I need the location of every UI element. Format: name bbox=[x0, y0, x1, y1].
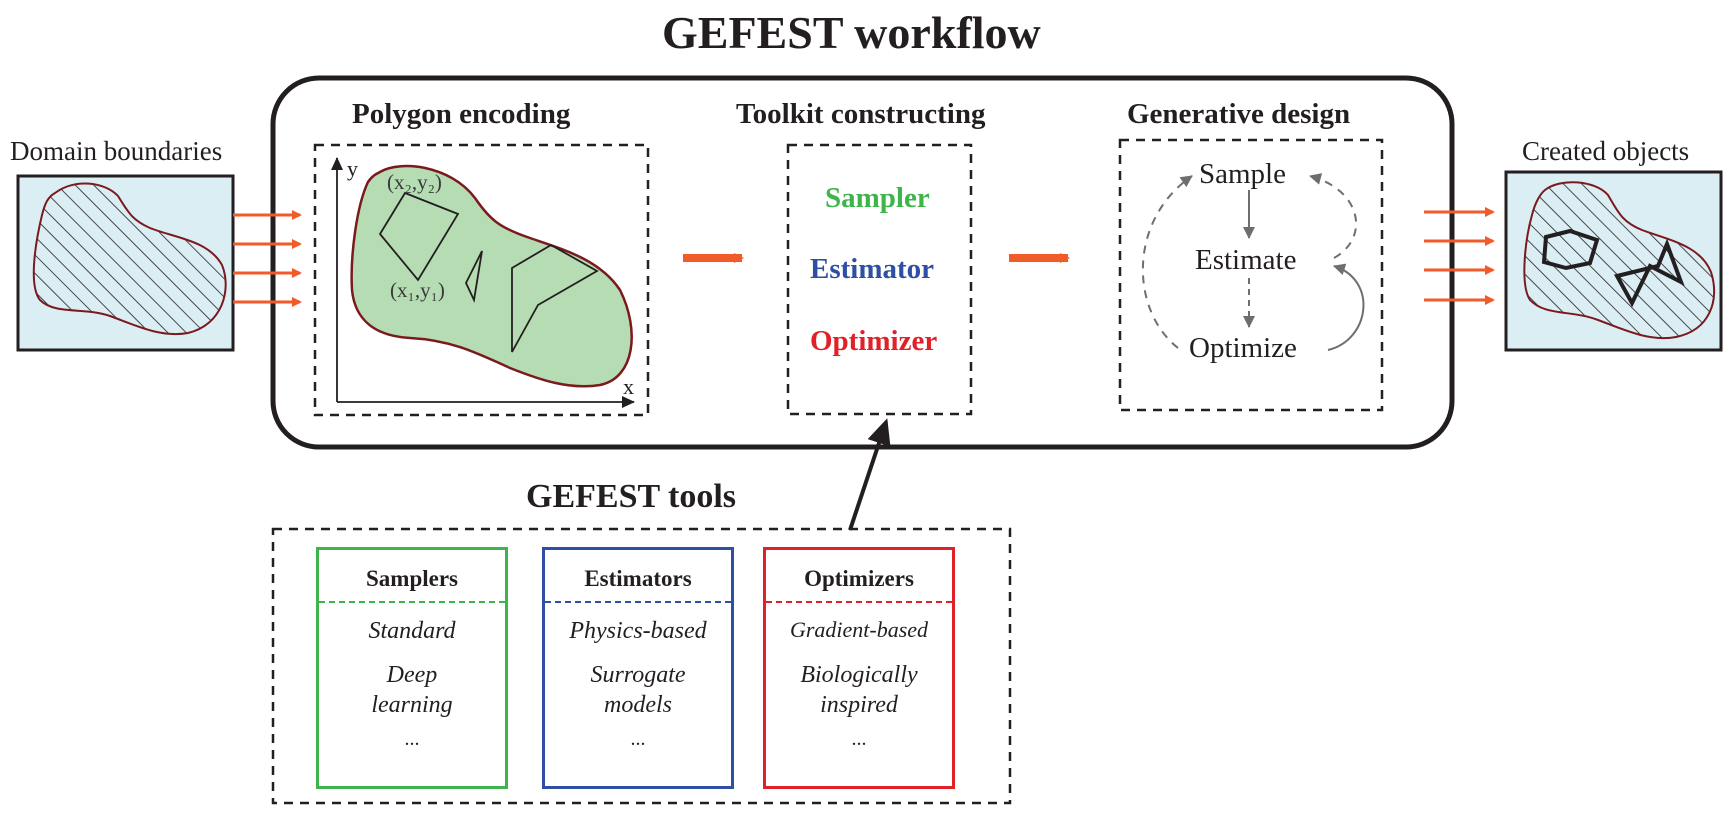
toolkit-item-optimizer: Optimizer bbox=[810, 325, 938, 357]
domain-shape bbox=[32, 182, 227, 336]
toolkit-box bbox=[786, 143, 973, 416]
arrow-optimize-to-sample bbox=[1142, 175, 1193, 349]
tool-card-header: Estimators bbox=[584, 566, 692, 591]
polygon-encoding-title: Polygon encoding bbox=[352, 98, 571, 130]
tool-card-more: ... bbox=[630, 728, 646, 750]
axis-x-label: x bbox=[623, 374, 634, 399]
created-domain-shape bbox=[1523, 181, 1716, 340]
tool-card-header: Optimizers bbox=[804, 566, 914, 591]
point-label-x1y1: (x₁,y₁) bbox=[390, 278, 445, 302]
axis-y-label: y bbox=[347, 156, 358, 181]
polygon-encoding-box bbox=[313, 143, 650, 417]
polygon-triangle bbox=[464, 250, 483, 304]
polygon-encoding-canvas bbox=[331, 157, 635, 408]
created-objects-panel bbox=[1504, 170, 1723, 352]
encoded-domain-shape bbox=[350, 164, 633, 388]
diagram-title: GEFEST workflow bbox=[662, 7, 1041, 58]
domain-boundaries-label: Domain boundaries bbox=[10, 136, 223, 166]
generative-design-box bbox=[1118, 138, 1384, 412]
tool-card-header: Samplers bbox=[366, 566, 458, 591]
tool-card-item: Surrogate models bbox=[590, 662, 686, 718]
domain-boundaries-panel bbox=[16, 174, 235, 352]
arrow-tools-to-toolkit bbox=[848, 418, 891, 531]
toolkit-item-estimator: Estimator bbox=[810, 253, 935, 285]
tool-card-more: ... bbox=[404, 728, 420, 750]
toolkit-item-sampler: Sampler bbox=[825, 182, 930, 214]
polygon-arrowhead bbox=[511, 243, 599, 353]
gen-step-sample: Sample bbox=[1199, 158, 1286, 190]
generative-design-title: Generative design bbox=[1127, 98, 1351, 130]
tool-card-item: Standard bbox=[368, 618, 456, 644]
tool-card-item: Physics-based bbox=[569, 618, 707, 644]
tool-card-divider bbox=[766, 601, 952, 603]
output-arrows bbox=[1424, 207, 1495, 305]
gen-step-optimize: Optimize bbox=[1189, 332, 1297, 364]
tool-card-divider bbox=[545, 601, 731, 603]
tool-card-more: ... bbox=[851, 728, 867, 750]
created-objects-label: Created objects bbox=[1522, 136, 1690, 166]
toolkit-constructing-title: Toolkit constructing bbox=[736, 98, 986, 130]
gefest-tools-box bbox=[271, 527, 1012, 805]
point-label-x2y2: (x₂,y₂) bbox=[387, 170, 442, 194]
arrow-optimize-to-estimate bbox=[1327, 263, 1365, 351]
input-arrows bbox=[233, 210, 302, 307]
tool-card-item: Deep learning bbox=[371, 662, 453, 718]
created-bowtie bbox=[1613, 238, 1685, 308]
tool-card-estimators: Estimators Physics-based Surrogate model… bbox=[542, 547, 734, 789]
tool-card-divider bbox=[319, 601, 505, 603]
gefest-tools-title: GEFEST tools bbox=[526, 478, 737, 515]
tool-card-samplers: Samplers Standard Deep learning ... bbox=[316, 547, 508, 789]
workflow-frame bbox=[270, 75, 1455, 450]
tool-card-item: Biologically inspired bbox=[800, 662, 918, 718]
generative-cycle-arrows bbox=[1142, 173, 1365, 351]
polygon-quad bbox=[378, 191, 460, 282]
arrow-estimate-to-sample bbox=[1309, 173, 1358, 259]
gen-step-estimate: Estimate bbox=[1195, 244, 1297, 276]
tool-card-item: Gradient-based bbox=[789, 617, 929, 642]
tool-card-optimizers: Optimizers Gradient-based Biologically i… bbox=[763, 547, 955, 789]
created-hexagon bbox=[1541, 228, 1600, 271]
